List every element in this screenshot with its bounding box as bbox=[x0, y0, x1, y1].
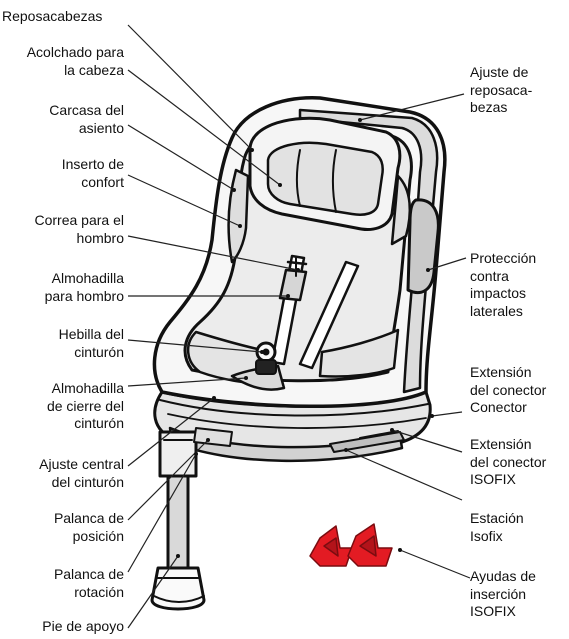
shell-rim bbox=[298, 108, 439, 394]
leader-lines bbox=[127, 24, 471, 629]
leader-belt-buckle bbox=[127, 339, 263, 353]
label-buckle-pad: Almohadilla de cierre del cinturón bbox=[46, 380, 124, 431]
label-rotation-lever: Palanca de rotación bbox=[53, 566, 124, 600]
label-belt-buckle: Hebilla del cinturón bbox=[58, 326, 124, 360]
leader-dots bbox=[176, 118, 434, 558]
leader-rotation-lever bbox=[127, 453, 197, 573]
label-shoulder-pad: Almohadilla para hombro bbox=[44, 270, 124, 304]
leader-isofix-guides bbox=[399, 549, 471, 579]
label-headrest-adjust: Ajuste de reposaca- bezas bbox=[470, 64, 533, 115]
label-central-adjuster: Ajuste central del cinturón bbox=[39, 456, 124, 490]
base-front-panel bbox=[168, 426, 404, 463]
leader-central-adjuster bbox=[127, 397, 215, 467]
leader-shoulder-strap bbox=[127, 235, 299, 271]
leader-connector-ext bbox=[431, 411, 463, 417]
side-impact-pad bbox=[406, 198, 440, 295]
label-isofix-station: Estación Isofix bbox=[470, 510, 524, 544]
headrest-wing-right bbox=[390, 174, 411, 246]
leader-comfort-insert bbox=[127, 174, 241, 227]
leader-headrest bbox=[127, 24, 253, 151]
label-isofix-guides: Ayudas de inserción ISOFIX bbox=[470, 568, 536, 619]
label-seat-shell: Carcasa del asiento bbox=[49, 102, 124, 136]
seat-cushion-right bbox=[318, 328, 400, 378]
leader-head-padding bbox=[127, 69, 281, 186]
central-adjuster bbox=[193, 427, 233, 447]
isofix-station bbox=[329, 431, 405, 453]
label-support-leg: Pie de apoyo bbox=[42, 618, 124, 634]
label-side-impact: Protección contra impactos laterales bbox=[470, 250, 537, 319]
head-padding bbox=[266, 141, 384, 216]
label-head-padding: Acolchado para la cabeza bbox=[26, 44, 124, 78]
leader-isofix-station bbox=[345, 449, 463, 501]
leader-support-leg bbox=[127, 555, 179, 629]
car-seat-icon bbox=[150, 96, 447, 611]
leader-headrest-adjust bbox=[359, 93, 465, 121]
leader-buckle-pad bbox=[127, 377, 247, 387]
label-position-lever: Palanca de posición bbox=[53, 510, 124, 544]
leader-side-impact bbox=[427, 257, 467, 271]
shoulder-strap-right bbox=[298, 260, 360, 370]
label-connector-ext: Extensión del conector Conector bbox=[470, 364, 547, 415]
label-comfort-insert: Inserto de confort bbox=[61, 156, 124, 190]
label-isofix-ext: Extensión del conector ISOFIX bbox=[470, 436, 547, 487]
headrest-wing-left bbox=[227, 168, 250, 264]
leader-seat-shell bbox=[127, 124, 235, 191]
label-shoulder-strap: Correa para el hombro bbox=[34, 212, 125, 246]
leader-isofix-ext bbox=[391, 429, 463, 453]
label-headrest: Reposacabezas bbox=[2, 8, 103, 24]
isofix-guides-icon bbox=[309, 523, 393, 567]
